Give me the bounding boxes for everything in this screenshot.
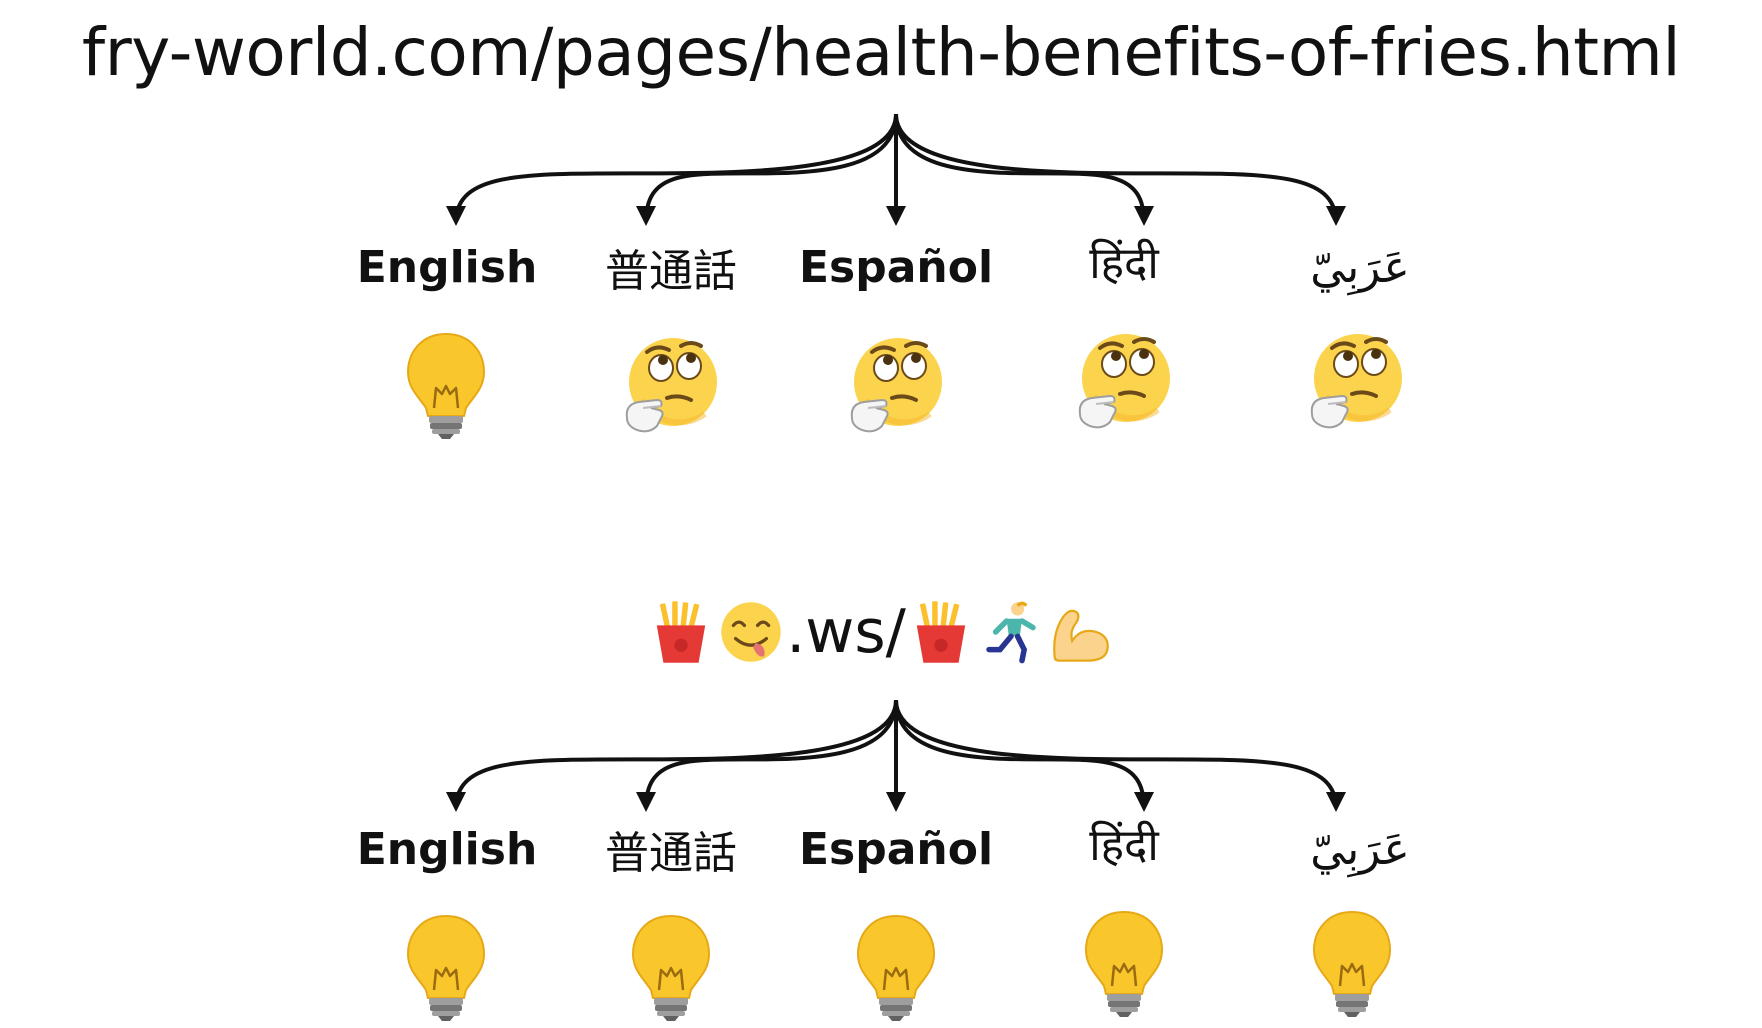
language-label-english: English [356, 824, 538, 875]
fries-icon [908, 599, 974, 665]
branch-arrow-hindi [894, 113, 1154, 226]
branch-arrow-english [446, 699, 898, 812]
language-label-mandarin: 普通話 [605, 828, 737, 879]
lightbulb-icon [621, 912, 721, 1022]
bottom-url-domain: .ws/ [786, 597, 906, 667]
bottom-url: .ws/ [0, 592, 1762, 672]
language-label-arabic: عَرَبِيّ [1310, 824, 1410, 875]
language-label-hindi: हिंदी [1089, 820, 1159, 871]
lightbulb-icon [1302, 908, 1402, 1018]
fries-icon [648, 599, 714, 665]
thinking-face-icon [846, 330, 946, 440]
thinking-face-icon [621, 330, 721, 440]
lightbulb-icon [396, 912, 496, 1022]
branch-arrow-arabic [894, 113, 1346, 226]
thinking-face-icon [1306, 326, 1406, 436]
language-label-spanish: Español [798, 824, 994, 875]
branch-arrow-mandarin [636, 699, 898, 812]
language-label-hindi: हिंदी [1089, 238, 1159, 289]
top-url: fry-world.com/pages/health-benefits-of-f… [81, 14, 1681, 91]
branch-arrow-hindi [894, 699, 1154, 812]
branch-arrow-mandarin [636, 113, 898, 226]
runner-icon [978, 599, 1044, 665]
lightbulb-icon [846, 912, 946, 1022]
language-label-arabic: عَرَبِيّ [1310, 242, 1410, 293]
lightbulb-icon [396, 330, 496, 440]
thinking-face-icon [1074, 326, 1174, 436]
bottom-arrow-group [446, 699, 1346, 812]
lightbulb-icon [1074, 908, 1174, 1018]
yum-face-icon [718, 599, 784, 665]
branch-arrow-english [446, 113, 898, 226]
language-label-mandarin: 普通話 [605, 246, 737, 297]
language-label-english: English [356, 242, 538, 293]
top-arrow-group [446, 113, 1346, 226]
flexed-biceps-icon [1048, 599, 1114, 665]
branch-arrow-arabic [894, 699, 1346, 812]
language-label-spanish: Español [798, 242, 994, 293]
